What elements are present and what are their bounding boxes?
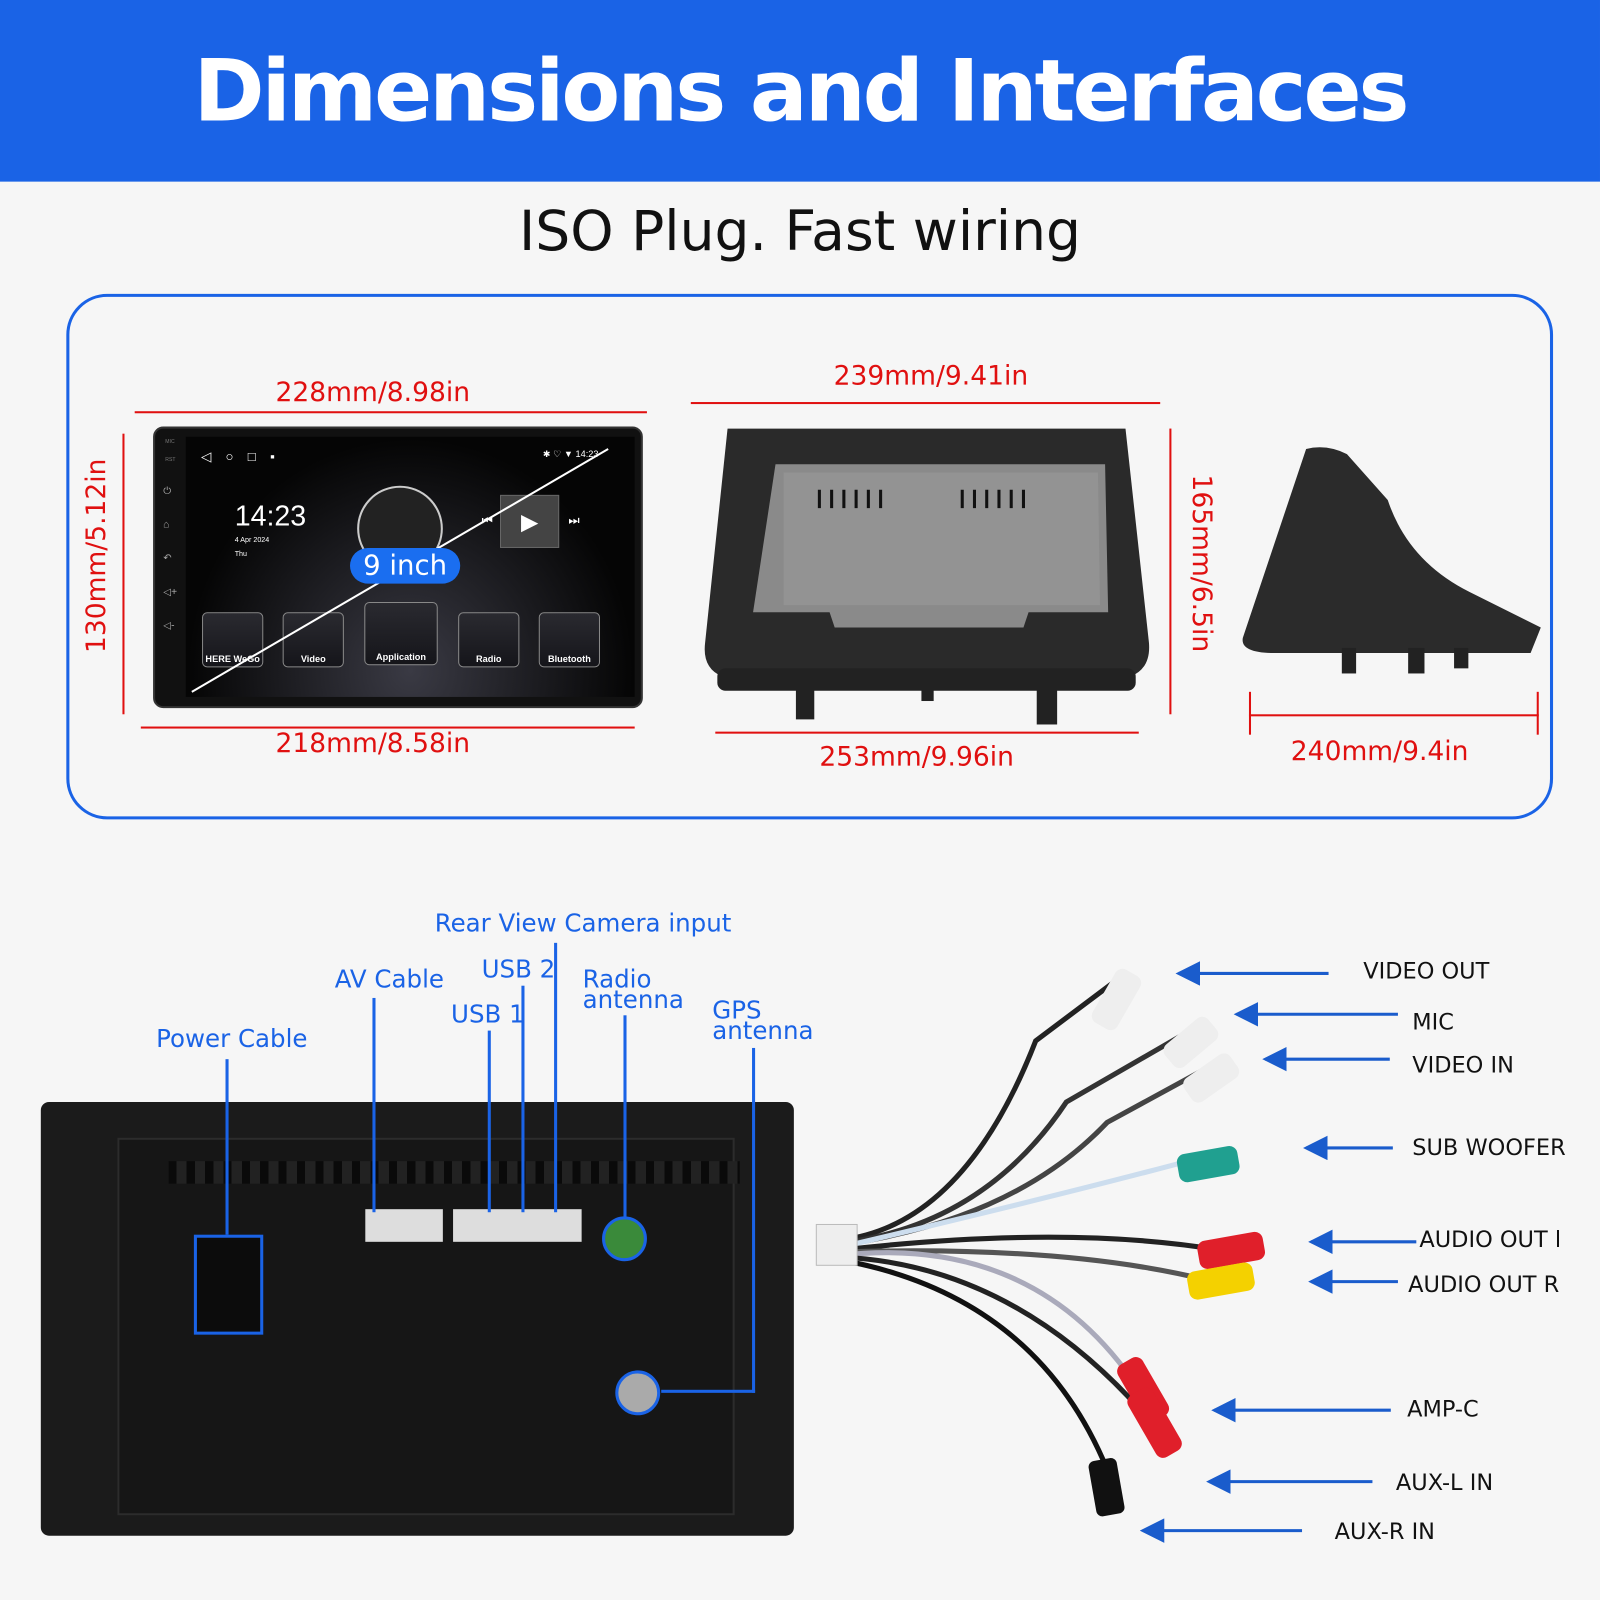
frame-side-view	[1242, 447, 1541, 674]
rca-harness	[815, 968, 1265, 1517]
label-usb2: USB 2	[481, 955, 556, 984]
av-port	[365, 1209, 443, 1242]
status-time: 14:23	[575, 448, 599, 460]
label-audio-out-r: AUDIO OUT R	[1408, 1272, 1560, 1298]
label-power-cable: Power Cable	[156, 1024, 308, 1054]
screen-size-badge: 9 inch	[349, 547, 461, 584]
page-title: Dimensions and Interfaces	[193, 40, 1409, 141]
harness-connector	[815, 1223, 858, 1266]
next-icon[interactable]: ⏭	[568, 513, 580, 528]
nav-icons: ◁○□▪	[201, 448, 290, 465]
dimension-line	[715, 731, 1139, 734]
harness-arrows	[1139, 961, 1417, 1543]
vent	[168, 1161, 740, 1184]
callout-line	[372, 997, 376, 1213]
rca-plugs	[1088, 968, 1265, 1517]
frame-height: 165mm/6.5in	[1185, 474, 1217, 653]
dimension-line	[122, 433, 125, 715]
label-line: GPS	[712, 995, 762, 1025]
header-banner: Dimensions and Interfaces	[0, 0, 1600, 182]
day: Thu	[234, 551, 248, 559]
label-aux-l-in: AUX-L IN	[1395, 1470, 1494, 1496]
unit-height: 130mm/5.12in	[81, 458, 113, 654]
frame-bottom-width: 253mm/9.96in	[819, 741, 1014, 773]
dimension-line	[134, 411, 647, 414]
label-av-cable: AV Cable	[334, 965, 444, 994]
power-port	[193, 1234, 264, 1335]
dimension-tick	[1536, 691, 1539, 735]
label-video-out: VIDEO OUT	[1363, 959, 1490, 985]
dimension-line	[1248, 714, 1539, 717]
mounting-frame	[704, 428, 1150, 725]
callout-line	[661, 1389, 756, 1393]
dimension-tick	[1248, 691, 1252, 735]
radio-antenna-port	[602, 1216, 647, 1262]
callout-line	[521, 985, 525, 1213]
status-bar: ✱ ♡ ▼ 14:23	[542, 448, 599, 460]
side-buttons: ⏻⌂↶◁+◁-	[163, 485, 178, 632]
gps-antenna-port	[615, 1370, 661, 1416]
rst-label: RST	[165, 457, 176, 464]
mic-label: MIC	[165, 438, 175, 445]
label-usb1: USB 1	[451, 999, 525, 1029]
label-amp-c: AMP-C	[1407, 1396, 1479, 1423]
dimension-line	[690, 402, 1161, 405]
app-bluetooth[interactable]: Bluetooth	[538, 612, 600, 668]
app-here-wego[interactable]: HERE WeGo	[202, 612, 264, 668]
label-rear-camera: Rear View Camera input	[434, 909, 732, 938]
usb-ports	[453, 1209, 582, 1242]
unit-top-width: 228mm/8.98in	[275, 377, 471, 409]
frame-top-width: 239mm/9.41in	[833, 361, 1029, 392]
unit-bottom-width: 218mm/8.58in	[275, 728, 471, 760]
label-aux-r-in: AUX-R IN	[1334, 1519, 1435, 1545]
callout-line	[554, 942, 558, 1213]
label-line: Radio	[582, 965, 652, 994]
dimension-line	[140, 726, 635, 729]
label-line: antenna	[582, 985, 684, 1015]
clock: 14:23	[234, 499, 307, 532]
frame-depth: 240mm/9.4in	[1290, 736, 1469, 768]
head-unit-back	[40, 1102, 794, 1536]
app-video[interactable]: Video	[282, 612, 344, 668]
callout-line	[225, 1059, 229, 1235]
callout-line	[623, 1015, 627, 1220]
app-radio[interactable]: Radio	[458, 612, 520, 668]
label-audio-out-l: AUDIO OUT l	[1419, 1227, 1562, 1254]
label-line: antenna	[712, 1016, 814, 1045]
date: 4 Apr 2024	[234, 536, 270, 544]
dimensions-box	[66, 293, 1554, 820]
dimension-line	[1169, 428, 1172, 715]
label-mic: MIC	[1412, 1010, 1454, 1036]
play-button[interactable]: ▶	[499, 494, 560, 548]
subtitle: ISO Plug. Fast wiring	[518, 198, 1082, 264]
app-application[interactable]: Application	[364, 602, 438, 666]
label-sub-woofer: SUB WOOFER	[1412, 1135, 1566, 1162]
callout-line	[752, 1047, 756, 1393]
callout-line	[487, 1030, 491, 1213]
label-video-in: VIDEO IN	[1412, 1053, 1514, 1079]
